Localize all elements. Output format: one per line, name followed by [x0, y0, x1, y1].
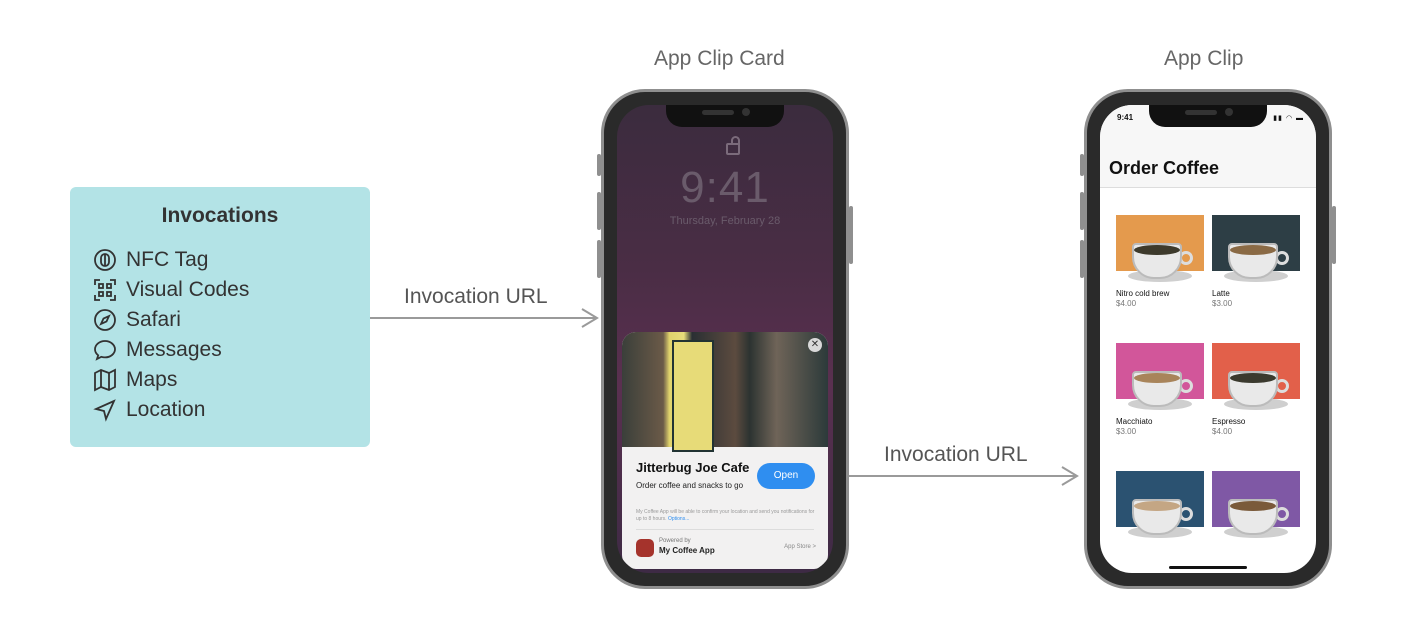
invocation-label: Messages	[126, 338, 222, 361]
invocations-title: Invocations	[161, 204, 279, 227]
fine-print-text: My Coffee App will be able to confirm yo…	[636, 509, 815, 522]
invocation-label: NFC Tag	[126, 248, 209, 271]
map-icon	[94, 368, 116, 392]
app-icon	[636, 539, 654, 557]
lock-screen-date: Thursday, February 28	[669, 215, 781, 227]
nfc-tag-icon	[94, 249, 116, 271]
options-link[interactable]: Options...	[667, 516, 690, 522]
coffee-image	[1116, 343, 1204, 413]
clip-phone: 9:41 ▮▮ ◠ ▬ Order Coffee Nitro cold brew…	[1080, 89, 1336, 589]
location-arrow-icon	[93, 399, 116, 422]
clip-phone-screen: 9:41 ▮▮ ◠ ▬ Order Coffee Nitro cold brew…	[1100, 105, 1316, 573]
coffee-item[interactable]: Macchiato$3.00	[1116, 343, 1204, 436]
unlock-icon	[726, 136, 740, 155]
invocation-maps: Maps	[93, 365, 249, 395]
lock-screen-time: 9:41	[680, 163, 770, 212]
coffee-image	[1212, 471, 1300, 541]
coffee-image	[1212, 215, 1300, 285]
invocation-label: Location	[126, 398, 206, 421]
qr-code-icon	[94, 279, 116, 301]
coffee-image	[1212, 343, 1300, 413]
notch	[666, 105, 784, 127]
coffee-name: Espresso	[1212, 417, 1246, 426]
invocation-safari: Safari	[93, 305, 249, 335]
coffee-price: $3.00	[1116, 427, 1137, 436]
coffee-item[interactable]: Nitro cold brew$4.00	[1116, 215, 1204, 308]
divider	[636, 529, 814, 530]
app-store-link[interactable]: App Store >	[784, 544, 816, 550]
invocation-label: Visual Codes	[126, 278, 250, 301]
message-bubble-icon	[94, 340, 116, 361]
coffee-image	[1116, 215, 1204, 285]
status-time: 9:41	[1117, 113, 1134, 122]
coffee-image	[1116, 471, 1204, 541]
clip-subtitle: Order coffee and snacks to go	[636, 481, 744, 490]
invocations-box: Invocations NFC Tag Visual Codes Safari …	[70, 187, 370, 447]
clip-fine-print: My Coffee App will be able to confirm yo…	[636, 509, 816, 523]
clip-phone-title: App Clip	[1164, 47, 1244, 70]
coffee-price: $3.00	[1212, 299, 1233, 308]
invocation-label: Safari	[126, 308, 181, 331]
cafe-photo	[622, 332, 828, 452]
card-phone-title: App Clip Card	[654, 47, 785, 70]
open-button[interactable]: Open	[757, 463, 815, 489]
coffee-price: $4.00	[1212, 427, 1233, 436]
coffee-item[interactable]	[1212, 471, 1300, 545]
arrow-to-card	[370, 308, 599, 328]
card-phone-screen: 9:41 Thursday, February 28 ✕ Jitterbug J…	[617, 105, 833, 573]
invocation-nfc-tag: NFC Tag	[93, 245, 249, 275]
coffee-item[interactable]	[1116, 471, 1204, 545]
coffee-price: $4.00	[1116, 299, 1137, 308]
home-indicator	[1169, 566, 1247, 569]
invocation-visual-codes: Visual Codes	[93, 275, 249, 305]
invocations-list: NFC Tag Visual Codes Safari Messages Map…	[93, 245, 249, 425]
notch	[1149, 105, 1267, 127]
arrow-to-clip	[812, 466, 1079, 486]
app-clip-card[interactable]: ✕ Jitterbug Joe Cafe Order coffee and sn…	[622, 332, 828, 569]
page-title: Order Coffee	[1109, 158, 1220, 178]
invocation-label: Maps	[126, 368, 178, 391]
card-phone: 9:41 Thursday, February 28 ✕ Jitterbug J…	[597, 89, 853, 589]
powered-by-label: Powered by	[659, 538, 691, 544]
compass-icon	[94, 309, 116, 331]
invocation-location: Location	[93, 395, 249, 425]
coffee-name: Macchiato	[1116, 417, 1153, 426]
invocation-url-label-1: Invocation URL	[404, 285, 548, 308]
app-name: My Coffee App	[659, 546, 715, 555]
coffee-item[interactable]: Latte$3.00	[1212, 215, 1300, 308]
close-icon[interactable]: ✕	[808, 338, 822, 352]
coffee-name: Latte	[1212, 289, 1230, 298]
invocation-messages: Messages	[93, 335, 249, 365]
invocation-url-label-2: Invocation URL	[884, 443, 1028, 466]
status-icons: ▮▮ ◠ ▬	[1273, 115, 1304, 122]
coffee-item[interactable]: Espresso$4.00	[1212, 343, 1300, 436]
clip-name: Jitterbug Joe Cafe	[636, 460, 750, 475]
coffee-name: Nitro cold brew	[1116, 289, 1170, 298]
